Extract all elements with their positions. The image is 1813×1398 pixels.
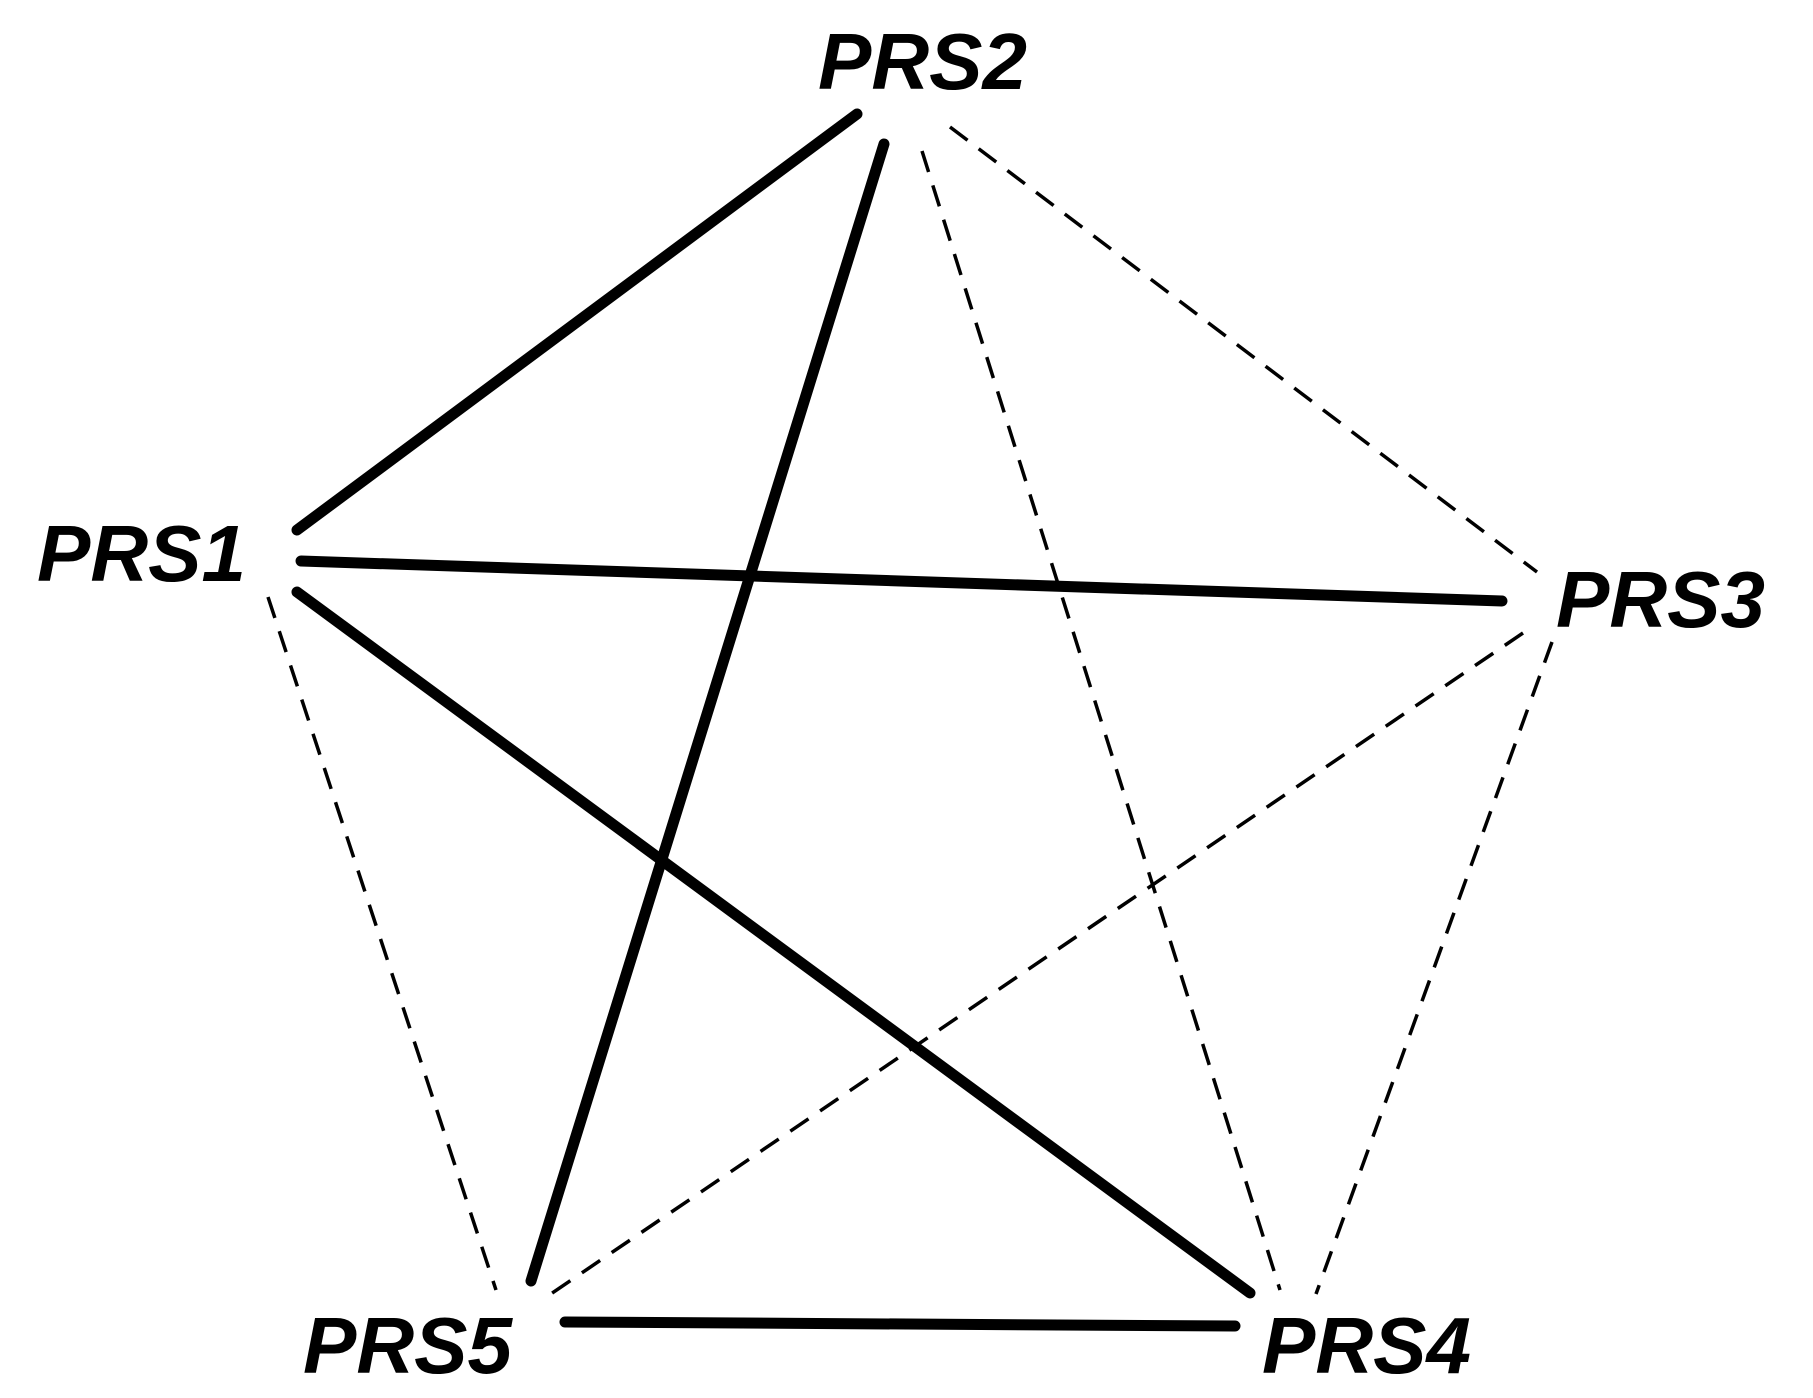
node-label-prs5: PRS5 — [303, 1301, 513, 1390]
edge-prs1-prs5 — [266, 596, 498, 1291]
edge-prs5-prs4 — [559, 1316, 1241, 1332]
node-label-prs1: PRS1 — [37, 509, 246, 598]
node-label-prs3: PRS3 — [1556, 555, 1765, 644]
edge-prs2-prs4 — [920, 150, 1282, 1291]
nodes: PRS1 PRS2 PRS3 PRS4 PRS5 — [37, 17, 1765, 1390]
edge-prs1-prs3 — [295, 555, 1508, 607]
edges — [266, 108, 1554, 1332]
edge-prs1-prs2 — [291, 108, 863, 536]
edge-prs2-prs3 — [948, 125, 1539, 574]
node-label-prs2: PRS2 — [818, 17, 1027, 106]
edge-prs1-prs4 — [291, 586, 1256, 1299]
edge-prs2-prs5 — [525, 138, 890, 1287]
edge-prs3-prs5 — [541, 631, 1524, 1302]
node-label-prs4: PRS4 — [1262, 1301, 1471, 1390]
edge-prs3-prs4 — [1314, 641, 1554, 1295]
